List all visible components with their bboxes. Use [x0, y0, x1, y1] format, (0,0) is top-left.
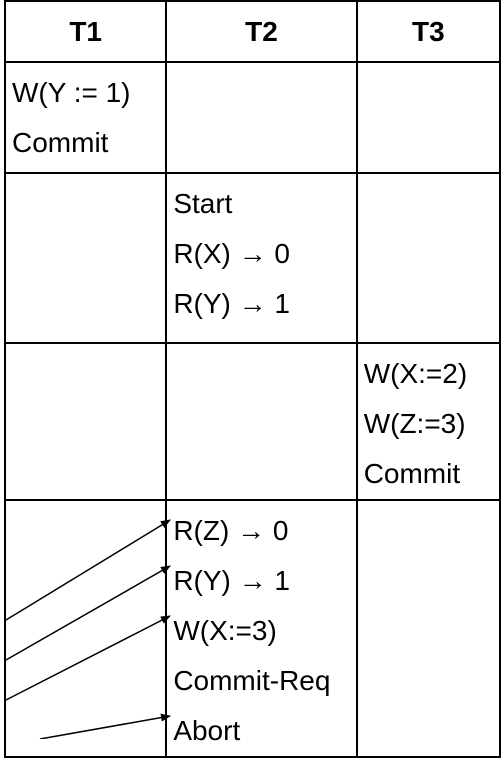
cell-t3 — [355, 172, 502, 344]
operation: W(X:=2) — [363, 358, 468, 389]
operation: W(X:=3) — [173, 615, 277, 646]
operation: R(Z) → 0 — [173, 515, 289, 546]
operation: Abort — [173, 715, 241, 746]
header-t3: T3 — [355, 0, 502, 63]
operation: Commit-Req — [173, 665, 331, 696]
cell-t2: R(Z) → 0 R(Y) → 1 W(X:=3) Commit-Req Abo… — [165, 499, 358, 758]
cell-t2 — [165, 61, 358, 174]
header-t2: T2 — [165, 0, 358, 63]
operation: Start — [173, 188, 233, 219]
header-row: T1 T2 T3 — [3, 0, 502, 63]
operation: R(Y) → 1 — [173, 565, 290, 596]
cell-t2: Start R(X) → 0 R(Y) → 1 — [165, 172, 358, 344]
header-t1: T1 — [3, 0, 168, 63]
schedule-diagram: T1 T2 T3 W(Y := 1) Commit Start R(X) → 0… — [3, 0, 502, 758]
cell-t1 — [3, 342, 168, 501]
cell-t1: W(Y := 1) Commit — [3, 61, 168, 174]
cell-t3 — [355, 499, 502, 758]
cell-t3: W(X:=2) W(Z:=3) Commit — [355, 342, 502, 501]
operation: R(Y) → 1 — [173, 288, 290, 319]
operation: W(Y := 1) — [12, 77, 131, 108]
operation: R(X) → 0 — [173, 238, 290, 269]
schedule-row-1: W(Y := 1) Commit — [3, 61, 502, 174]
cell-t1 — [3, 172, 168, 344]
schedule-row-4: R(Z) → 0 R(Y) → 1 W(X:=3) Commit-Req Abo… — [3, 499, 502, 758]
cell-t1 — [3, 499, 168, 758]
transaction-schedule-table: T1 T2 T3 W(Y := 1) Commit Start R(X) → 0… — [3, 0, 502, 758]
cell-t3 — [355, 61, 502, 174]
cell-t2 — [165, 342, 358, 501]
operation: W(Z:=3) — [363, 408, 466, 439]
schedule-row-2: Start R(X) → 0 R(Y) → 1 — [3, 172, 502, 344]
operation: Commit — [363, 458, 461, 489]
schedule-row-3: W(X:=2) W(Z:=3) Commit — [3, 342, 502, 501]
operation: Commit — [12, 127, 109, 158]
